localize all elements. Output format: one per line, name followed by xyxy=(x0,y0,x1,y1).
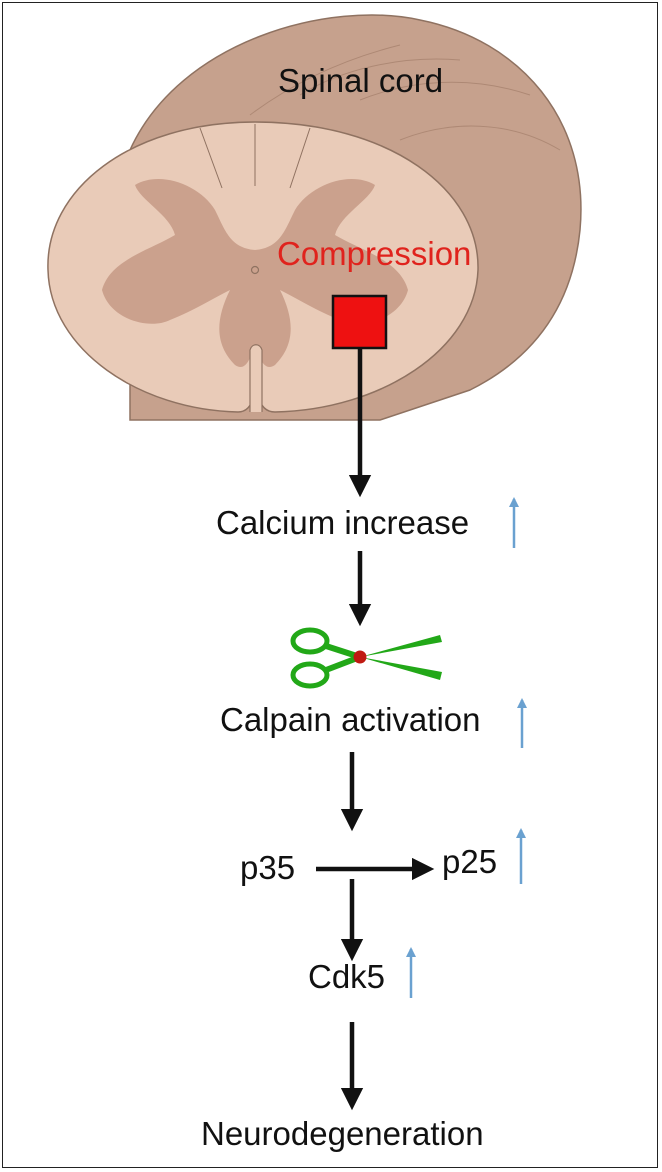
calpain-activation-label: Calpain activation xyxy=(220,701,481,738)
p25-label: p25 xyxy=(442,843,498,880)
neurodegeneration-label: Neurodegeneration xyxy=(201,1115,484,1152)
cdk5-label: Cdk5 xyxy=(308,958,386,995)
calcium-increase-label: Calcium increase xyxy=(216,504,470,541)
compression-box xyxy=(331,294,388,350)
p35-label: p35 xyxy=(240,849,296,886)
ventral-fissure xyxy=(249,344,263,412)
scissors-icon xyxy=(290,627,442,689)
compression-label: Compression xyxy=(277,235,472,272)
central-canal xyxy=(250,265,260,275)
spinal-cord-label: Spinal cord xyxy=(278,62,444,99)
